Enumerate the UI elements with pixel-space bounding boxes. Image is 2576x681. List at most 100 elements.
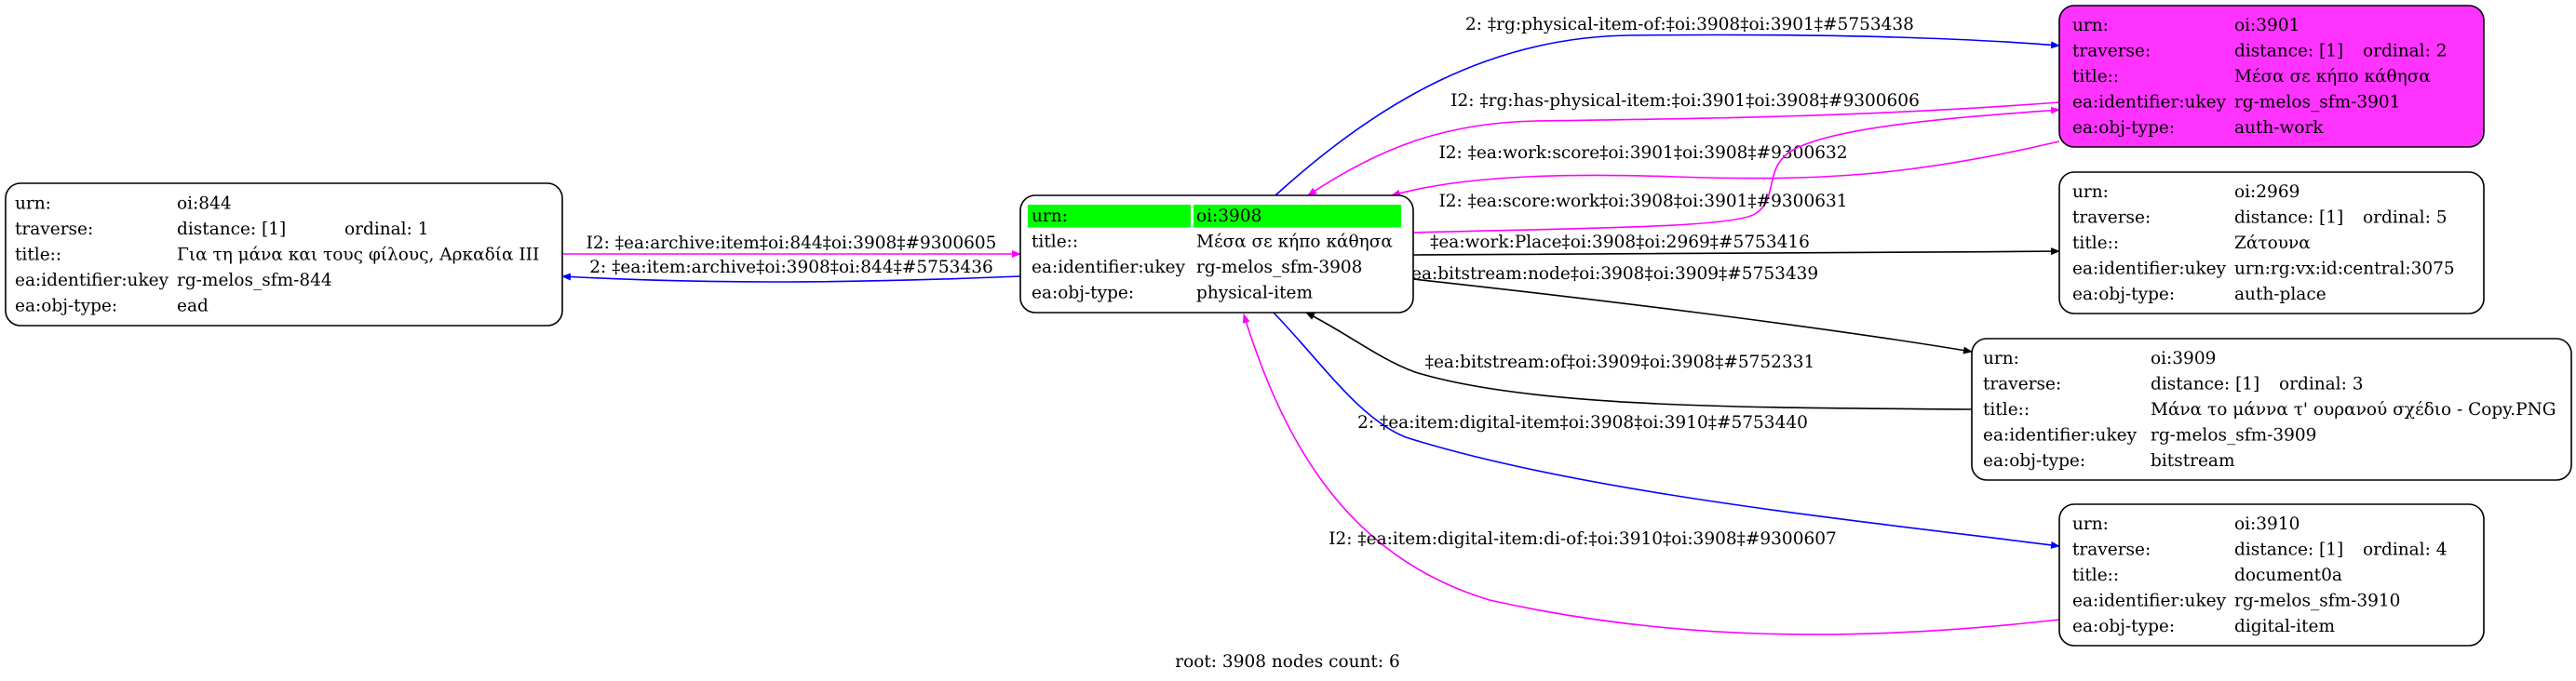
node-field-value: distance: [1]: [2234, 541, 2343, 560]
node-field-value: urn:rg:vx:id:central:3075: [2234, 260, 2455, 279]
node-field-key: ea:identifier:ukey: [1983, 426, 2138, 446]
node-field-ordinal: ordinal: 4: [2363, 541, 2448, 560]
node-box[interactable]: [1971, 338, 2572, 481]
node-oi-3901[interactable]: urn: oi:3901 traverse: distance: [1] ordinal…: [2058, 5, 2485, 148]
highlight-key-cell: [1028, 205, 1191, 228]
edge-score-work[interactable]: [1412, 106, 2060, 234]
edge-item-digital-item[interactable]: [1273, 312, 2060, 549]
edge-work-place[interactable]: [1412, 247, 2060, 256]
node-field-key: title::: [2072, 234, 2119, 253]
node-field-key: urn:: [2072, 16, 2109, 35]
node-field-value: distance: [1]: [2234, 42, 2343, 61]
graph-footer: root: 3908 nodes count: 6: [1175, 652, 1400, 672]
edge-label-has-physical-item: I2: ‡rg:has-physical-item:‡oi:3901‡oi:39…: [1450, 91, 1920, 111]
node-oi-3909[interactable]: urn: oi:3909 traverse: distance: [1] ordinal…: [1971, 338, 2572, 481]
edge-label-bitstream-node: ‡ea:bitstream:node‡oi:3908‡oi:3909‡#5753…: [1403, 264, 1818, 284]
node-field-key: ea:obj-type:: [15, 297, 117, 316]
node-field-value: Για τη μάνα και τους φίλους, Αρκαδία III: [177, 246, 539, 265]
node-field-key: title::: [2072, 566, 2119, 585]
edge-label-work-score: I2: ‡ea:work:score‡oi:3901‡oi:3908‡#9300…: [1438, 143, 1847, 163]
edge-label-item-digital-item: 2: ‡ea:item:digital-item‡oi:3908‡oi:3910…: [1357, 413, 1808, 433]
node-field-key: ea:obj-type:: [2072, 617, 2175, 636]
node-field-value: rg-melos_sfm-3910: [2234, 592, 2400, 611]
node-field-key: ea:obj-type:: [2072, 285, 2175, 304]
nodes-layer: urn: oi:844 traverse: distance: [1] ordinal:…: [5, 5, 2572, 647]
edge-bitstream-node[interactable]: [1412, 278, 1973, 354]
edge-bitstream-of[interactable]: [1305, 312, 1973, 410]
node-field-value: digital-item: [2234, 617, 2335, 636]
node-box[interactable]: [2058, 5, 2485, 148]
node-field-key: urn:: [1032, 207, 1068, 226]
edge-label-bitstream-of: ‡ea:bitstream:of‡oi:3909‡oi:3908‡#575233…: [1425, 353, 1815, 372]
node-field-key: ea:identifier:ukey: [2072, 260, 2227, 279]
node-field-key: urn:: [2072, 182, 2109, 202]
node-field-key: urn:: [1983, 349, 2019, 368]
edge-label-physical-item-of: 2: ‡rg:physical-item-of:‡oi:3908‡oi:3901…: [1465, 15, 1914, 34]
node-field-key: ea:identifier:ukey: [1032, 258, 1186, 277]
node-field-ordinal: ordinal: 3: [2279, 375, 2364, 394]
edge-label-archive-item: I2: ‡ea:archive:item‡oi:844‡oi:3908‡#930…: [587, 234, 997, 253]
node-field-value: bitstream: [2151, 451, 2235, 471]
edge-item-archive[interactable]: [561, 273, 1021, 283]
node-field-value: oi:3901: [2234, 16, 2300, 35]
node-field-value: rg-melos_sfm-844: [177, 271, 332, 290]
node-field-value: distance: [1]: [2234, 208, 2343, 228]
node-field-value: oi:3909: [2151, 349, 2216, 368]
node-field-key: urn:: [15, 194, 51, 214]
node-field-ordinal: ordinal: 1: [344, 220, 429, 239]
node-box[interactable]: [5, 182, 563, 327]
node-field-value: oi:2969: [2234, 182, 2300, 202]
node-field-value: physical-item: [1196, 283, 1313, 302]
node-field-key: title::: [1032, 232, 1078, 251]
node-field-key: title::: [15, 246, 61, 265]
node-field-value: oi:3908: [1196, 207, 1261, 226]
edge-work-score[interactable]: [1391, 140, 2060, 197]
edge-digital-item-di-of[interactable]: [1242, 314, 2060, 635]
edge-label-item-archive: 2: ‡ea:item:archive‡oi:3908‡oi:844‡#5753…: [589, 258, 993, 277]
node-field-value: Ζάτουνα: [2234, 234, 2311, 253]
node-field-key: traverse:: [2072, 42, 2151, 61]
node-field-key: ea:identifier:ukey: [15, 271, 169, 290]
node-field-value: oi:844: [177, 194, 232, 214]
node-field-value: Μέσα σε κήπο κάθησα: [1196, 232, 1393, 251]
node-field-key: ea:obj-type:: [1032, 283, 1134, 302]
node-field-value: rg-melos_sfm-3909: [2151, 426, 2316, 446]
node-field-value: rg-melos_sfm-3908: [1196, 258, 1362, 277]
edges-layer: I2: ‡ea:archive:item‡oi:844‡oi:3908‡#930…: [561, 15, 2060, 635]
node-field-ordinal: ordinal: 2: [2363, 42, 2448, 61]
node-field-value: Μέσα σε κήπο κάθησα: [2234, 67, 2431, 87]
highlight-value-cell: [1194, 205, 1401, 228]
node-field-key: ea:obj-type:: [2072, 118, 2175, 138]
node-field-key: title::: [1983, 400, 2030, 420]
node-box[interactable]: [2058, 503, 2485, 647]
node-field-value: distance: [1]: [2151, 375, 2259, 394]
node-field-value: auth-work: [2234, 118, 2324, 138]
node-field-value: auth-place: [2234, 285, 2326, 304]
edge-label-work-place: ‡ea:work:Place‡oi:3908‡oi:2969‡#5753416: [1430, 233, 1810, 252]
node-oi-2969[interactable]: urn: oi:2969 traverse: distance: [1] ordinal…: [2058, 171, 2485, 314]
node-field-key: ea:obj-type:: [1983, 451, 2085, 471]
node-field-key: traverse:: [1983, 375, 2061, 394]
node-field-key: traverse:: [2072, 541, 2151, 560]
node-field-key: ea:identifier:ukey: [2072, 592, 2227, 611]
node-field-value: rg-melos_sfm-3901: [2234, 93, 2400, 113]
node-box[interactable]: [2058, 171, 2485, 314]
node-field-key: title::: [2072, 67, 2119, 87]
edge-has-physical-item[interactable]: [1307, 101, 2060, 196]
node-oi-844[interactable]: urn: oi:844 traverse: distance: [1] ordinal:…: [5, 182, 563, 327]
node-field-key: traverse:: [2072, 208, 2151, 228]
node-field-key: urn:: [2072, 514, 2109, 534]
node-field-value: ead: [177, 297, 209, 316]
node-field-value: document0a: [2234, 566, 2342, 585]
node-field-key: traverse:: [15, 220, 93, 239]
node-field-ordinal: ordinal: 5: [2363, 208, 2448, 228]
edge-physical-item-of[interactable]: [1275, 33, 2060, 196]
node-field-value: Μάνα το μάννα τ' ουρανού σχέδιο - Copy.P…: [2151, 400, 2556, 420]
node-field-value: distance: [1]: [177, 220, 286, 239]
node-field-key: ea:identifier:ukey: [2072, 93, 2227, 113]
edge-label-digital-item-di-of: I2: ‡ea:item:digital-item:di-of:‡oi:3910…: [1328, 529, 1837, 549]
edge-label-score-work: I2: ‡ea:score:work‡oi:3908‡oi:3901‡#9300…: [1438, 192, 1847, 211]
